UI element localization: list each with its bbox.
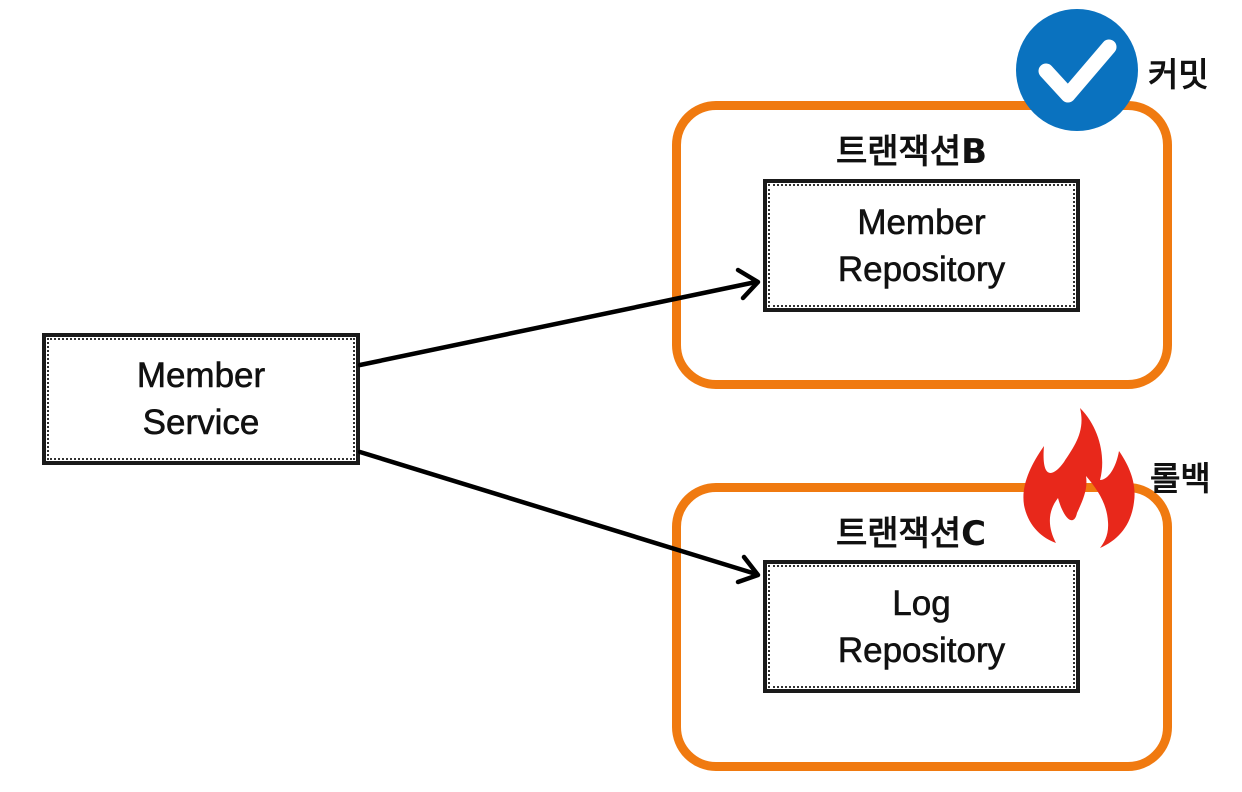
log-repository-line1: Log bbox=[892, 583, 951, 623]
transaction-b-label: 트랜잭션B bbox=[836, 132, 988, 172]
transaction-c-label: 트랜잭션C bbox=[836, 514, 987, 554]
rollback-label: 롤백 bbox=[1150, 459, 1211, 498]
member-service-line1: Member bbox=[136, 356, 266, 396]
commit-label: 커밋 bbox=[1148, 55, 1209, 94]
transaction-b-box bbox=[672, 101, 1172, 389]
member-repository-line2: Repository bbox=[837, 249, 1006, 289]
arrow-to-log-repository bbox=[357, 449, 761, 585]
member-repository-line1: Member bbox=[857, 202, 986, 242]
arrow-to-member-repository bbox=[357, 267, 761, 368]
check-circle-icon bbox=[1016, 9, 1138, 131]
member-service-node: Member Service bbox=[42, 333, 360, 465]
log-repository-line2: Repository bbox=[837, 630, 1006, 670]
member-repository-node: Member Repository bbox=[763, 179, 1080, 312]
transaction-c-box bbox=[672, 483, 1172, 771]
log-repository-node: Log Repository bbox=[763, 560, 1080, 693]
fire-icon bbox=[1023, 408, 1135, 548]
member-service-line2: Service bbox=[142, 403, 260, 443]
